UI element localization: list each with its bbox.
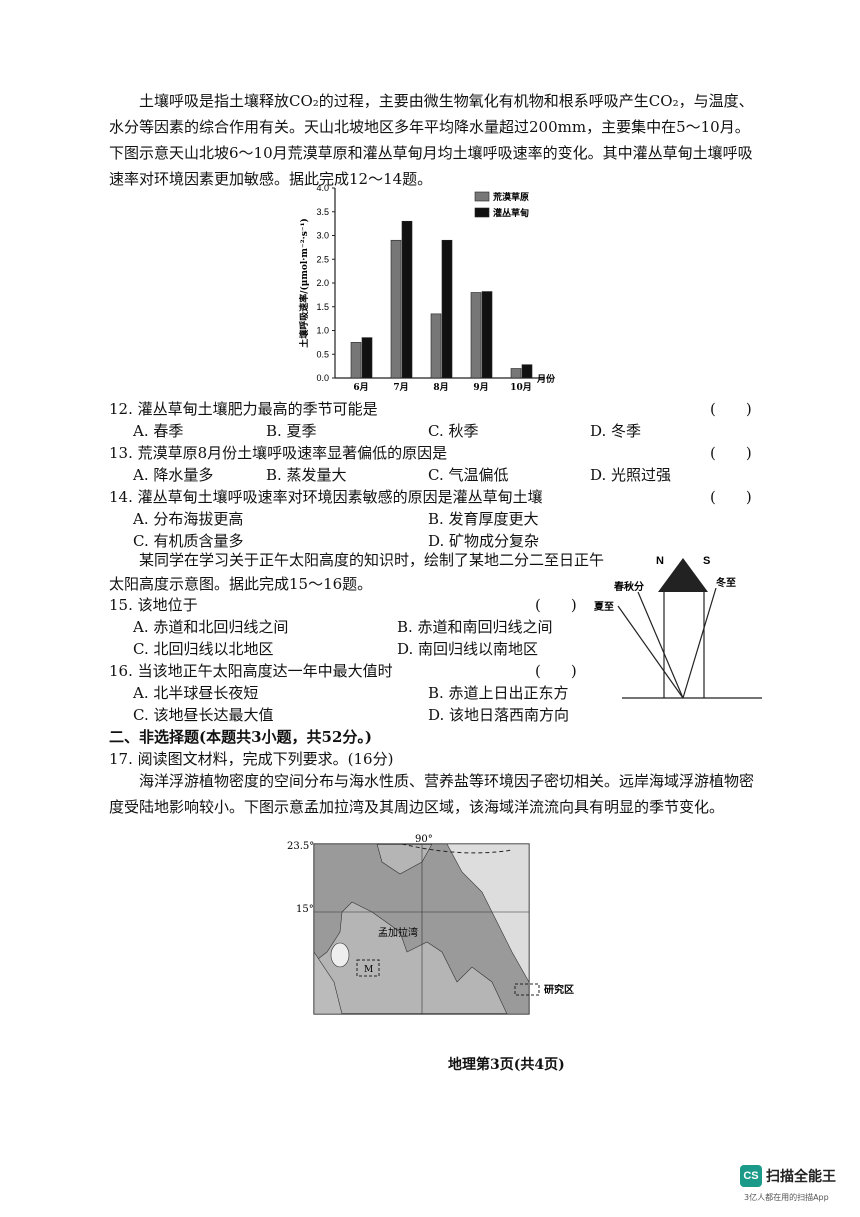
lat-23-5: 23.5°	[287, 841, 314, 852]
passage-bay-of-bengal: 海洋浮游植物密度的空间分布与海水性质、营养盐等环境因子密切相关。远岸海域浮游植物…	[109, 772, 755, 816]
x-tick-label: 7月	[393, 382, 408, 393]
legend-entry: 荒漠草原	[492, 191, 529, 203]
q14-option-c[interactable]: C. 有机质含量多	[133, 532, 244, 550]
legend-swatch	[474, 207, 490, 218]
legend-swatch	[474, 191, 490, 202]
x-axis-label: 月份	[536, 373, 556, 385]
q14-option-b[interactable]: B. 发育厚度更大	[428, 510, 539, 528]
scanner-watermark: CS 扫描全能王 3亿人都在用的扫描App	[740, 1165, 852, 1210]
soil-respiration-bar-chart: 0.0 0.5 1.0 1.5 2.0 2.5 3.0 3.5 4.0 土壤呼吸速率/(μmol·…	[298, 183, 556, 393]
question-12-stem: 12. 灌丛草甸土壤肥力最高的季节可能是	[109, 400, 378, 418]
q13-option-c[interactable]: C. 气温偏低	[428, 466, 509, 484]
study-area-box	[356, 959, 380, 977]
q12-option-d[interactable]: D. 冬季	[590, 422, 642, 440]
question-16-stem: 16. 当该地正午太阳高度达一年中最大值时	[109, 662, 393, 680]
lat-15: 15°	[296, 904, 314, 915]
y-tick-label: 0.5	[316, 349, 329, 359]
watermark-subtitle: 3亿人都在用的扫描App	[744, 1193, 829, 1202]
question-12-answer-bracket[interactable]: ( )	[710, 400, 752, 418]
y-tick-label: 4.0	[316, 183, 329, 193]
q16-option-a[interactable]: A. 北半球昼长夜短	[133, 684, 259, 702]
bay-of-bengal-map: M 23.5° 15° 90° 孟加拉湾 研究区	[287, 834, 574, 1015]
x-tick-label: 10月	[510, 382, 532, 393]
bar-desert-steppe	[510, 368, 522, 379]
question-13-answer-bracket[interactable]: ( )	[710, 444, 752, 462]
bar-shrub-meadow	[361, 337, 373, 379]
bar-desert-steppe	[350, 342, 362, 379]
q15-option-c[interactable]: C. 北回归线以北地区	[133, 640, 274, 658]
q13-option-a[interactable]: A. 降水量多	[133, 466, 214, 484]
q16-option-d[interactable]: D. 该地日落西南方向	[428, 706, 570, 724]
y-tick-label: 3.5	[316, 207, 329, 217]
q12-option-b[interactable]: B. 夏季	[266, 422, 317, 440]
y-tick-label: 1.0	[316, 326, 329, 336]
page-footer: 地理第3页(共4页)	[448, 1057, 565, 1073]
question-13-stem: 13. 荒漠草原8月份土壤呼吸速率显著偏低的原因是	[109, 444, 448, 462]
ray-summer	[617, 605, 684, 699]
x-tick-label: 9月	[473, 382, 488, 393]
legend-entry: 灌丛草甸	[493, 207, 529, 219]
question-15-stem: 15. 该地位于	[109, 596, 198, 614]
y-tick-label: 2.0	[316, 278, 329, 288]
gnomon-triangle	[658, 558, 708, 592]
label-equinox: 春秋分	[614, 580, 644, 593]
ray-winter	[682, 587, 717, 699]
q14-option-d[interactable]: D. 矿物成分复杂	[428, 532, 540, 550]
bar-desert-steppe	[390, 239, 402, 379]
section-2-heading: 二、非选择题(本题共3小题，共52分。)	[109, 728, 373, 746]
y-tick-label: 1.5	[316, 302, 329, 312]
label-s: S	[703, 555, 710, 567]
question-15-answer-bracket[interactable]: ( )	[535, 596, 577, 614]
q16-option-b[interactable]: B. 赤道上日出正东方	[428, 684, 569, 702]
bar-shrub-meadow	[401, 220, 413, 379]
y-axis-label: 土壤呼吸速率/(μmol·m⁻²·s⁻¹)	[298, 218, 310, 348]
bar-desert-steppe	[470, 292, 482, 379]
passage-sun-altitude: 某同学在学习关于正午太阳高度的知识时，绘制了某地二分二至日正午太阳高度示意图。据…	[109, 551, 605, 593]
bar-shrub-meadow	[481, 291, 493, 379]
watermark-brand: 扫描全能王	[766, 1169, 836, 1185]
label-n: N	[656, 555, 664, 567]
y-tick-label: 0.0	[316, 373, 329, 383]
q13-option-b[interactable]: B. 蒸发量大	[266, 466, 347, 484]
x-tick-label: 8月	[433, 382, 448, 393]
cs-logo-icon: CS	[740, 1165, 762, 1187]
q15-option-a[interactable]: A. 赤道和北回归线之间	[133, 618, 289, 636]
sun-altitude-diagram: N S 春秋分 冬至 夏至	[593, 555, 762, 699]
question-17-stem: 17. 阅读图文材料，完成下列要求。(16分)	[109, 750, 394, 768]
lon-90: 90°	[415, 834, 433, 845]
legend-dashed-box	[514, 983, 540, 996]
y-tick-label: 2.5	[316, 254, 329, 264]
label-summer: 夏至	[593, 601, 614, 613]
q13-option-d[interactable]: D. 光照过强	[590, 466, 672, 484]
bar-desert-steppe	[430, 313, 442, 379]
q15-option-b[interactable]: B. 赤道和南回归线之间	[397, 618, 553, 636]
q16-option-c[interactable]: C. 该地昼长达最大值	[133, 706, 274, 724]
passage-soil-respiration: 土壤呼吸是指土壤释放CO₂的过程，主要由微生物氧化有机物和根系呼吸产生CO₂，与…	[109, 92, 754, 188]
x-tick-label: 6月	[353, 382, 368, 393]
bar-shrub-meadow	[521, 364, 533, 379]
q12-option-a[interactable]: A. 春季	[133, 422, 184, 440]
q14-option-a[interactable]: A. 分布海拔更高	[133, 510, 244, 528]
ray-equinox	[637, 591, 684, 699]
question-14-answer-bracket[interactable]: ( )	[710, 488, 752, 506]
bar-shrub-meadow	[441, 239, 453, 379]
question-14-stem: 14. 灌丛草甸土壤呼吸速率对环境因素敏感的原因是灌丛草甸土壤	[109, 488, 543, 506]
q12-option-c[interactable]: C. 秋季	[428, 422, 479, 440]
q15-option-d[interactable]: D. 南回归线以南地区	[397, 640, 539, 658]
question-16-answer-bracket[interactable]: ( )	[535, 662, 577, 680]
bay-label: 孟加拉湾	[378, 926, 418, 939]
label-winter: 冬至	[716, 576, 736, 589]
study-area-label: M	[364, 965, 373, 975]
legend-label: 研究区	[544, 983, 574, 996]
land-shading	[313, 843, 530, 1015]
y-tick-label: 3.0	[316, 231, 329, 241]
